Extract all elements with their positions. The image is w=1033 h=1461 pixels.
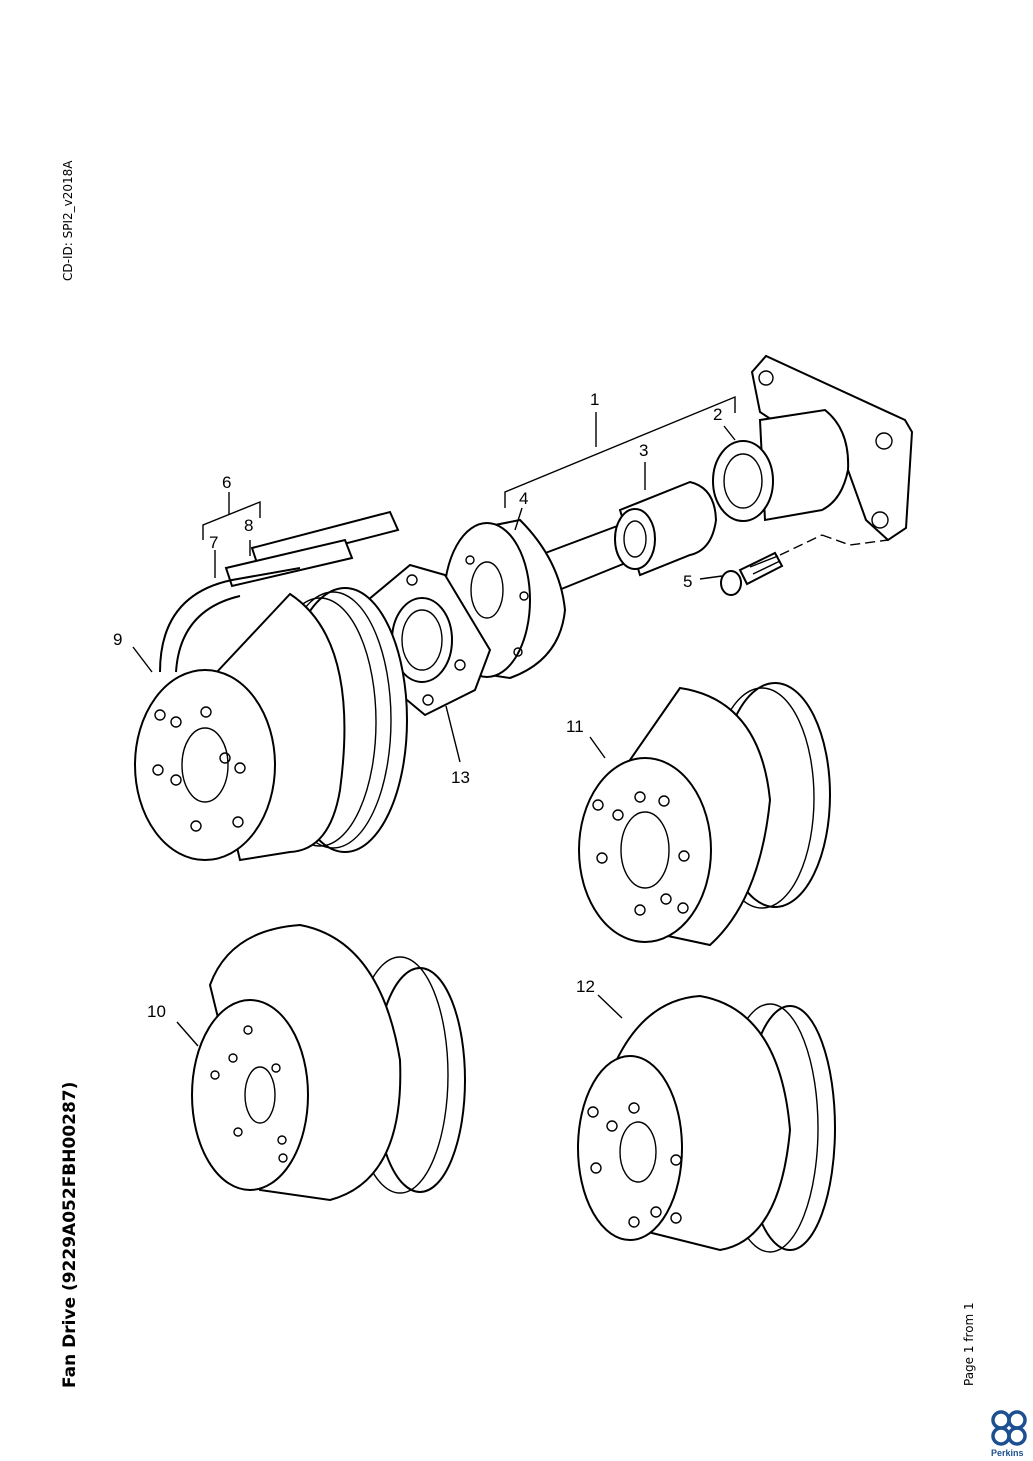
bolt [720, 551, 784, 596]
callout-8: 8 [244, 516, 253, 535]
drive-belts [159, 510, 400, 673]
callout-9: 9 [113, 630, 122, 649]
leader-lines [132, 395, 736, 1047]
callout-4: 4 [519, 489, 528, 508]
mounting-bracket [712, 354, 914, 556]
callout-12: 12 [576, 977, 595, 996]
perkins-logo [991, 1410, 1027, 1446]
callout-2: 2 [713, 405, 722, 424]
callout-6: 6 [222, 473, 231, 492]
callout-7: 7 [209, 533, 218, 552]
pulley-12 [577, 994, 836, 1253]
callout-3: 3 [639, 441, 648, 460]
pulley-10 [191, 923, 466, 1202]
callout-1: 1 [590, 390, 599, 409]
brand-name: Perkins [991, 1448, 1024, 1458]
callout-11: 11 [566, 717, 584, 736]
callout-10: 10 [147, 1002, 166, 1021]
shaft-assembly [538, 480, 718, 594]
pulley-9 [134, 587, 408, 862]
callout-5: 5 [683, 572, 692, 591]
callout-13: 13 [451, 768, 470, 787]
pulley-11 [578, 682, 831, 947]
